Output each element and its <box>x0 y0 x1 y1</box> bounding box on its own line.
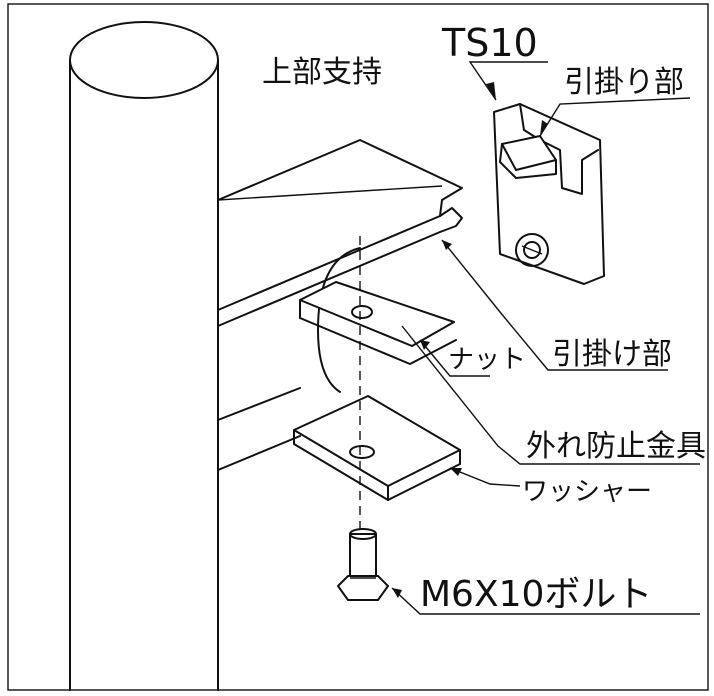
retaining-plate <box>299 281 457 365</box>
label-retainer: 外れ防止金具 <box>526 429 706 464</box>
diagram-frame <box>7 3 709 691</box>
m6-bolt <box>337 528 389 601</box>
label-ts10: TS10 <box>441 21 538 65</box>
ts10-clip <box>493 103 605 285</box>
label-upper-support: 上部支持 <box>262 55 382 90</box>
washer-plate <box>293 395 461 501</box>
support-post <box>69 21 219 691</box>
label-washer: ワッシャー <box>522 477 652 507</box>
label-hook-part-top: 引掛り部 <box>564 65 684 100</box>
channel-rail <box>217 139 463 471</box>
label-hook-part: 引掛け部 <box>552 337 672 372</box>
arrowheads <box>392 82 548 598</box>
label-nut: ナット <box>448 345 526 375</box>
label-bolt: M6X10ボルト <box>420 574 652 615</box>
